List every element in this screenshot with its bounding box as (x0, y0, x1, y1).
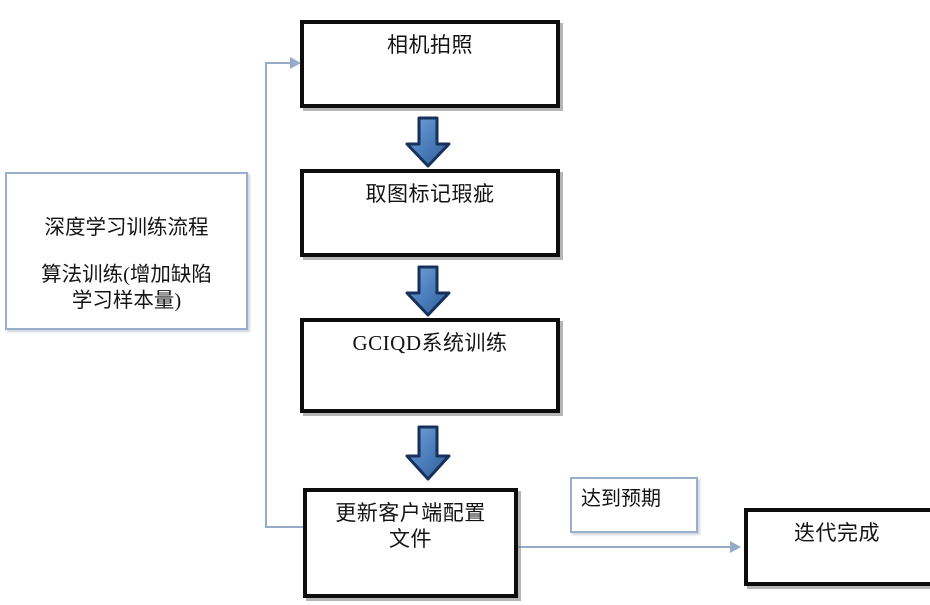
node-system-training[interactable]: GCIQD系统训练 (300, 318, 560, 413)
node-training-note-line2: 算法训练(增加缺陷 学习样本量) (41, 264, 212, 312)
node-iteration-complete[interactable]: 迭代完成 (744, 508, 930, 586)
node-meet-expectation-label: 达到预期 (581, 488, 661, 510)
node-update-client-config[interactable]: 更新客户端配置 文件 (303, 488, 518, 598)
node-training-note-text: 深度学习训练流程 算法训练(增加缺陷 学习样本量) (7, 174, 246, 340)
node-camera-capture-label: 相机拍照 (387, 33, 473, 57)
node-update-client-config-label: 更新客户端配置 文件 (335, 501, 486, 551)
node-meet-expectation[interactable]: 达到预期 (570, 477, 698, 533)
down-arrow-icon-1 (404, 116, 452, 168)
arrow-update-to-done-arrowhead-icon (730, 541, 741, 553)
arrow-update-to-done-line (518, 546, 734, 548)
feedback-loop-segment-top (265, 62, 295, 64)
node-training-note[interactable]: 深度学习训练流程 算法训练(增加缺陷 学习样本量) (5, 172, 248, 330)
feedback-loop-segment-vertical (265, 62, 267, 528)
node-system-training-label: GCIQD系统训练 (352, 331, 508, 355)
node-mark-defect[interactable]: 取图标记瑕疵 (300, 169, 560, 257)
node-mark-defect-label: 取图标记瑕疵 (365, 182, 495, 206)
down-arrow-icon-2 (404, 265, 452, 317)
feedback-loop-segment-bottom (265, 526, 303, 528)
down-arrow-icon-3 (404, 425, 452, 481)
feedback-loop-arrowhead-icon (290, 57, 301, 69)
node-camera-capture[interactable]: 相机拍照 (300, 20, 560, 108)
node-training-note-line1: 深度学习训练流程 (44, 216, 209, 239)
node-iteration-complete-label: 迭代完成 (794, 521, 880, 545)
